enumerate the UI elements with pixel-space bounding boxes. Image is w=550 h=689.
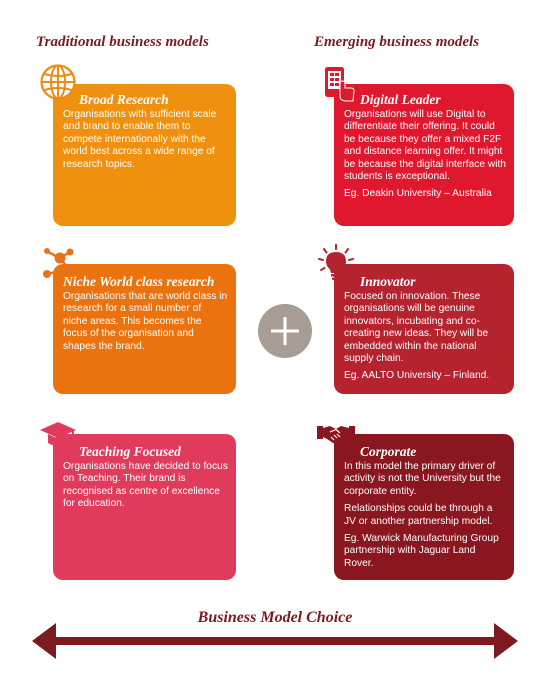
card-paragraph: In this model the primary driver of acti… [344,461,501,497]
card-title: Digital Leader [360,92,441,107]
network-icon [40,246,76,280]
card-niche-research: Niche World class research Organisations… [53,264,236,394]
handshake-icon [317,423,355,447]
card-title: Corporate [360,444,417,459]
traditional-models-heading: Traditional business models [36,34,209,50]
card-title: Teaching Focused [79,444,181,459]
lightbulb-icon [317,244,355,282]
card-description: Organisations that are world class in re… [63,291,228,352]
card-digital-leader: Digital Leader Organisations will use Di… [334,84,514,226]
globe-icon [40,64,76,100]
card-example: Eg. Deakin University – Australia [344,188,492,200]
card-title: Innovator [360,274,416,289]
card-example: Eg. Warwick Manufacturing Group partners… [344,533,499,569]
card-teaching-focused: Teaching Focused Organisations have deci… [53,434,236,580]
graduation-cap-icon [39,420,77,450]
card-description: In this model the primary driver of acti… [344,461,506,528]
emerging-models-heading: Emerging business models [314,34,480,50]
card-example: Eg. AALTO University – Finland. [344,370,490,382]
card-description: Organisations with sufficient scale and … [63,109,217,170]
card-description: Organisations have decided to focus on T… [63,461,228,510]
double-arrow-icon [32,620,518,667]
card-title: Niche World class research [63,274,215,289]
plus-icon [258,304,312,358]
mobile-tablet-icon [323,66,357,102]
card-title: Broad Research [79,92,169,107]
card-innovator: Innovator Focused on innovation. These o… [334,264,514,394]
card-corporate: Corporate In this model the primary driv… [334,434,514,580]
card-broad-research: Broad Research Organisations with suffic… [53,84,236,226]
business-model-choice-label: Business Model Choice [197,609,353,626]
card-description: Focused on innovation. These organisatio… [344,291,489,365]
card-paragraph: Relationships could be through a JV or a… [344,503,493,527]
card-description: Organisations will use Digital to differ… [344,109,506,183]
